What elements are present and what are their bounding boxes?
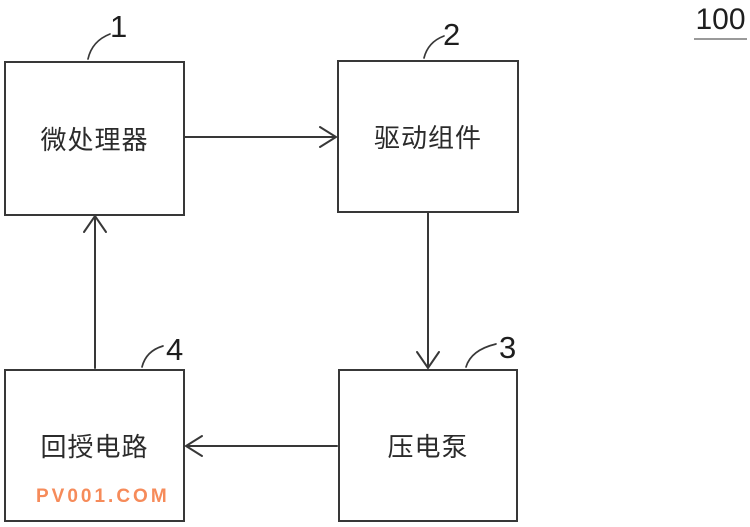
watermark-text: PV001.COM — [36, 486, 170, 507]
block-number-2: 2 — [443, 17, 461, 52]
leader-line-3 — [465, 343, 497, 368]
block-drive-assembly-label: 驱动组件 — [373, 123, 482, 153]
figure-reference-number: 100 — [694, 5, 747, 40]
arrow-drive-assembly-to-piezoelectric-pump — [416, 212, 440, 370]
block-number-1: 1 — [110, 9, 128, 44]
block-microprocessor: 微处理器 — [4, 61, 185, 216]
block-feedback-circuit-label: 回授电路 — [40, 432, 149, 462]
block-piezoelectric-pump: 压电泵 — [338, 369, 518, 522]
block-number-4: 4 — [166, 332, 184, 367]
arrow-piezoelectric-pump-to-feedback-circuit — [184, 435, 338, 457]
leader-line-2 — [423, 35, 445, 59]
block-feedback-circuit: 回授电路 — [4, 369, 185, 522]
leader-line-4 — [141, 345, 164, 368]
block-piezoelectric-pump-label: 压电泵 — [387, 432, 469, 462]
block-microprocessor-label: 微处理器 — [40, 125, 149, 155]
block-drive-assembly: 驱动组件 — [337, 60, 519, 213]
arrow-feedback-circuit-to-microprocessor — [83, 214, 107, 369]
block-number-3: 3 — [499, 330, 517, 365]
arrow-microprocessor-to-drive-assembly — [184, 126, 338, 148]
leader-line-1 — [87, 33, 111, 60]
